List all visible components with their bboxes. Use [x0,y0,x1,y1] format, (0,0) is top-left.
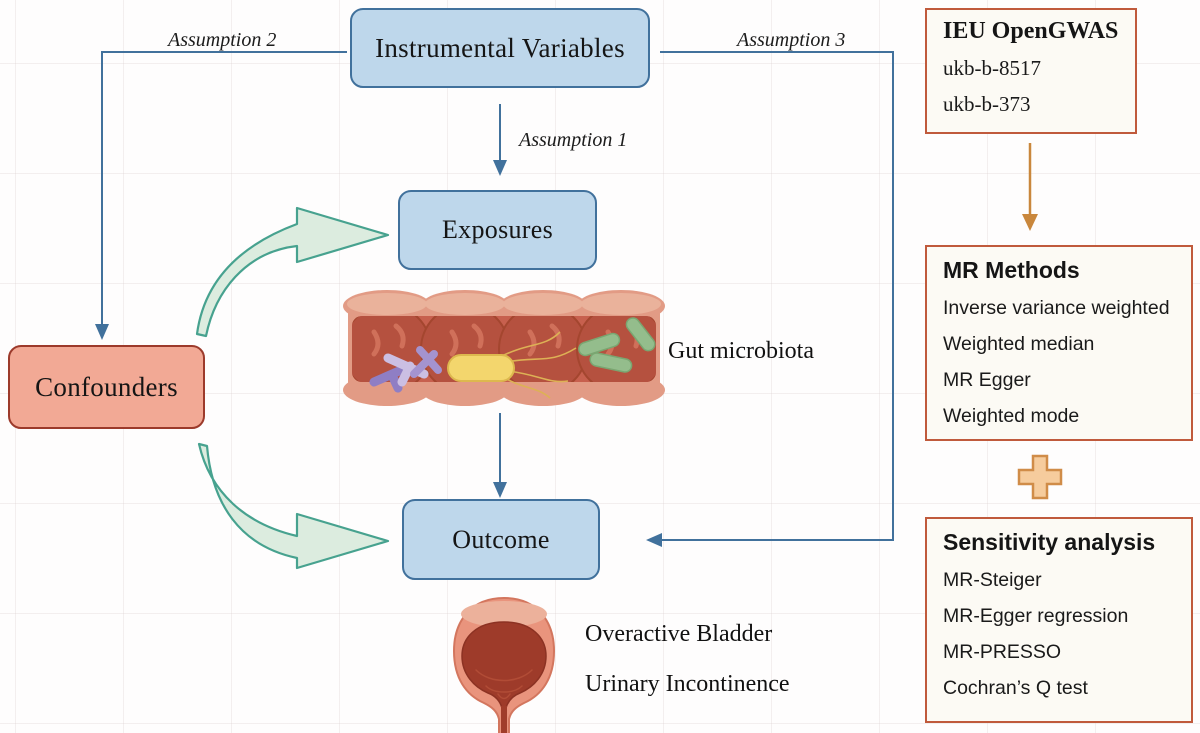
assumption1-label: Assumption 1 [519,129,628,151]
mr-method-item: MR Egger [943,369,1031,391]
down-arrowhead-exposures [493,160,507,176]
left-arrowhead-outcome [646,533,662,547]
panel-ieu-opengwas: IEU OpenGWAS ukb-b-8517 ukb-b-373 [925,8,1137,134]
overactive-bladder-label: Overactive Bladder [585,621,773,647]
node-exposures: Exposures [398,190,597,270]
gut-microbiota-label: Gut microbiota [668,338,814,364]
green-curved-arrow-to-exposures [195,206,390,338]
yellow-bacterium [447,331,577,399]
assumption3-label: Assumption 3 [737,29,846,51]
sensitivity-item: MR-Steiger [943,569,1042,591]
green-bacteria [578,317,656,373]
panel-ieu-opengwas-title: IEU OpenGWAS [943,18,1119,44]
panel-mr-methods: MR Methods Inverse variance weighted Wei… [925,245,1193,441]
node-confounders-label: Confounders [35,371,178,402]
panel-sensitivity-analysis: Sensitivity analysis MR-Steiger MR-Egger… [925,517,1193,723]
down-arrowhead-gut [493,482,507,498]
panel-mr-methods-title: MR Methods [943,257,1080,283]
sensitivity-item: Cochran’s Q test [943,677,1088,699]
mr-method-item: Inverse variance weighted [943,297,1170,319]
assumption2-line [101,51,347,328]
panel-sensitivity-title: Sensitivity analysis [943,529,1156,555]
assumption3-line [660,51,894,541]
node-outcome: Outcome [402,499,600,580]
mr-method-item: Weighted median [943,333,1095,355]
bladder-illustration [452,596,556,733]
node-confounders: Confounders [8,345,205,429]
node-outcome-label: Outcome [452,524,550,554]
plus-icon [1017,454,1063,500]
gut-microbiota-illustration [343,290,665,406]
orange-down-arrow [1022,143,1038,231]
green-curved-arrow-to-outcome [197,442,390,570]
node-exposures-label: Exposures [441,215,554,244]
node-instrumental-variables: Instrumental Variables [350,8,650,88]
sensitivity-item: MR-Egger regression [943,605,1129,627]
gwas-id-item: ukb-b-8517 [943,56,1041,80]
assumption2-label: Assumption 2 [168,29,277,51]
gwas-id-item: ukb-b-373 [943,92,1031,116]
node-instrumental-variables-label: Instrumental Variables [375,32,625,63]
sensitivity-item: MR-PRESSO [943,641,1062,663]
purple-bacteria [369,346,442,393]
down-arrowhead-confounders [95,324,109,340]
urinary-incontinence-label: Urinary Incontinence [585,671,790,697]
connector-lines [101,51,894,541]
mr-method-item: Weighted mode [943,405,1080,427]
